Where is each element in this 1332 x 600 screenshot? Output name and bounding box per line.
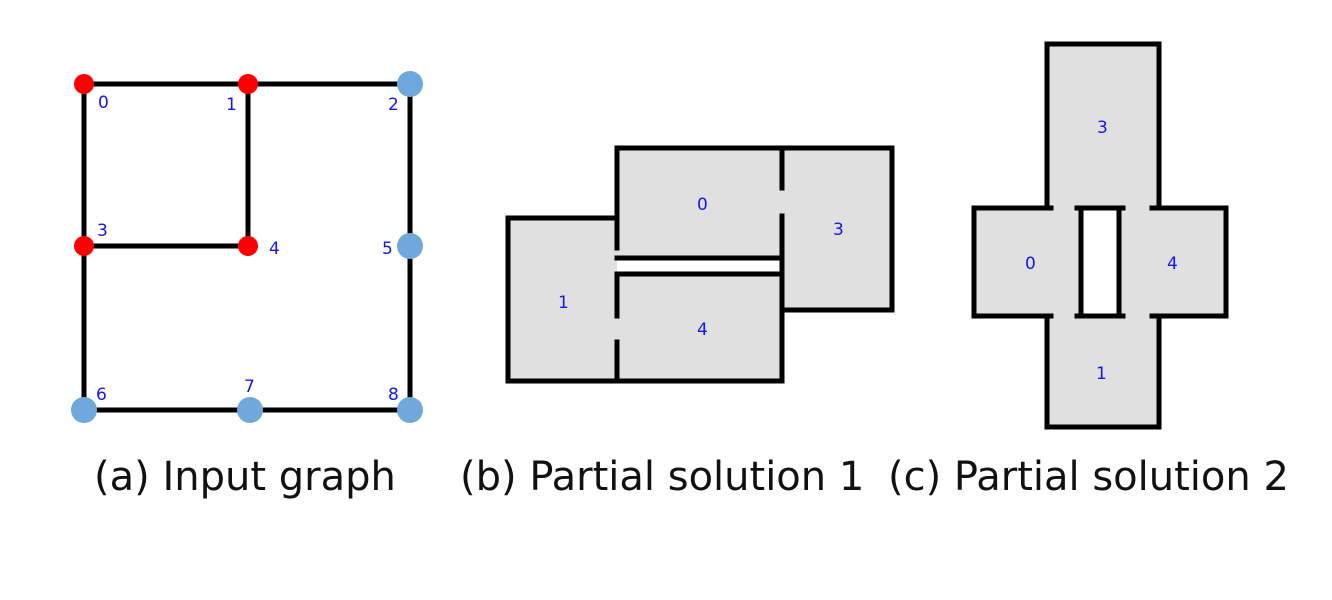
room-labels-b: 0 1 3 4 (558, 195, 844, 340)
graph-node-6 (71, 397, 97, 423)
panel-b-partial-solution-1: 0 1 3 4 (b) Partial solution 1 (460, 145, 895, 500)
node-label-5: 5 (382, 239, 393, 259)
room-label-3-b: 3 (833, 220, 844, 240)
wall-courtyard-c (1078, 205, 1122, 319)
outer-wall-b (505, 145, 895, 384)
caption-b: (b) Partial solution 1 (460, 454, 864, 500)
node-label-8: 8 (388, 385, 399, 405)
graph-edges (81, 81, 413, 413)
node-label-2: 2 (388, 95, 399, 115)
graph-node-8 (397, 397, 423, 423)
walls-b (505, 145, 895, 384)
room-0-b-fill (617, 148, 782, 258)
panel-a-input-graph: 0 1 2 3 4 5 6 7 8 (a) Input graph (71, 71, 423, 500)
graph-node-5 (397, 233, 423, 259)
graph-nodes (71, 71, 423, 423)
graph-node-7 (237, 397, 263, 423)
graph-node-labels: 0 1 2 3 4 5 6 7 8 (96, 93, 399, 405)
graph-node-1 (238, 74, 258, 94)
node-label-1: 1 (226, 95, 237, 115)
room-3-b-fill (782, 148, 892, 310)
room-label-3-c: 3 (1097, 118, 1108, 138)
room-label-0-c: 0 (1025, 254, 1036, 274)
room-3-c-fill (1047, 44, 1159, 208)
walls-c (971, 41, 1229, 430)
wall-room-0-c (971, 205, 1054, 319)
node-label-4: 4 (269, 239, 280, 259)
graph-node-2 (397, 71, 423, 97)
room-label-1-c: 1 (1096, 364, 1107, 384)
node-label-3: 3 (97, 221, 108, 241)
room-fills-b (508, 148, 892, 381)
caption-a: (a) Input graph (94, 454, 396, 500)
caption-c: (c) Partial solution 2 (888, 454, 1289, 500)
node-label-0: 0 (98, 93, 109, 113)
room-1-b-fill (508, 218, 617, 381)
room-4-c-fill (1121, 208, 1226, 316)
panel-c-partial-solution-2: 3 0 4 1 (c) Partial solution 2 (888, 41, 1289, 500)
graph-node-4 (238, 236, 258, 256)
wall-room-4-c (1149, 205, 1229, 319)
room-fills-c (974, 44, 1226, 427)
room-label-0-b: 0 (697, 195, 708, 215)
graph-node-3 (74, 236, 94, 256)
node-label-6: 6 (96, 385, 107, 405)
room-0-c-fill (974, 208, 1081, 316)
room-1-c-fill (1047, 316, 1159, 427)
wall-room-3-c (1044, 41, 1162, 207)
room-labels-c: 3 0 4 1 (1025, 118, 1178, 384)
room-4-b-fill (617, 274, 782, 381)
wall-room-1-c (1044, 317, 1162, 430)
room-label-4-b: 4 (697, 320, 708, 340)
graph-node-0 (74, 74, 94, 94)
node-label-7: 7 (244, 377, 255, 397)
room-label-1-b: 1 (558, 293, 569, 313)
room-label-4-c: 4 (1167, 254, 1178, 274)
